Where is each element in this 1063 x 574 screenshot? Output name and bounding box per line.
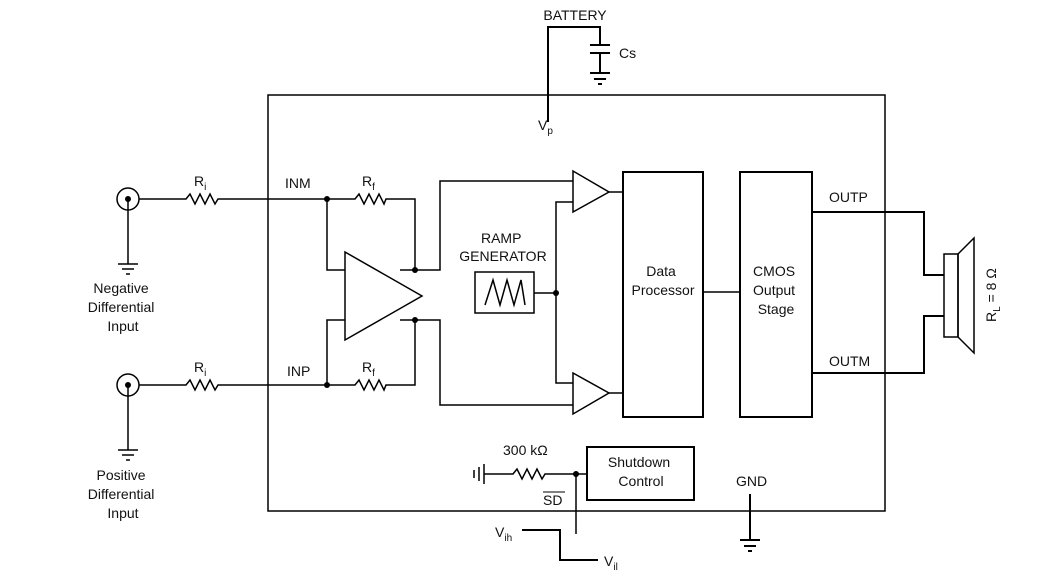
ramp-waveform-icon: [484, 277, 526, 308]
rf-label: Rf: [362, 173, 375, 193]
supply-symbol-icon: [473, 464, 485, 484]
outp-wire: [812, 211, 944, 276]
inp-pin-label: INP: [287, 363, 310, 379]
supply-section: BATTERY Cs Vp: [538, 7, 636, 137]
svg-text:Data Processor: Data Processor: [631, 263, 694, 298]
supply-wire: [547, 26, 601, 122]
shutdown-signal-waveform: [522, 529, 598, 561]
comparator-top: [572, 169, 611, 214]
battery-label: BATTERY: [543, 7, 607, 23]
comparator-bottom: [572, 371, 611, 416]
load-label: RL = 8 Ω: [983, 268, 1003, 322]
vih-label: Vih: [495, 524, 512, 544]
speaker-icon: [943, 236, 975, 355]
ri-label: Ri: [194, 359, 206, 379]
ground-icon: [740, 539, 760, 552]
capacitor-label: Cs: [619, 45, 636, 61]
data-processor-block: Data Processor: [622, 171, 704, 418]
sd-pin-label: SD: [543, 492, 562, 508]
ground-icon: [118, 263, 138, 275]
vil-label: Vil: [604, 553, 618, 573]
amp-out-top-wire: [400, 180, 573, 271]
rf-label: Rf: [362, 359, 375, 379]
shutdown-control-block: Shutdown Control: [608, 454, 674, 489]
negative-input-label: Negative Differential Input: [88, 280, 159, 334]
positive-input-label: Positive Differential Input: [88, 467, 159, 521]
positive-input-section: Ri INP Rf Positive Differential Input: [88, 319, 416, 521]
outm-pin-label: OUTM: [829, 353, 870, 369]
ground-icon: [118, 449, 138, 461]
gnd-label: GND: [736, 473, 767, 489]
shutdown-resistor-label: 300 kΩ: [503, 442, 548, 458]
ri-label: Ri: [194, 173, 206, 193]
ramp-generator: RAMP GENERATOR: [459, 201, 573, 384]
cmos-output-stage-block: CMOS Output Stage: [739, 171, 813, 418]
feedback-resistor-rf: [327, 192, 416, 270]
input-resistor-ri: [139, 192, 327, 206]
ramp-label: RAMP GENERATOR: [459, 230, 546, 264]
differential-amplifier: [344, 180, 573, 406]
negative-input-section: Ri INM Rf Negative Differential Input: [88, 173, 416, 334]
shutdown-resistor: [484, 467, 587, 481]
shutdown-section: 300 kΩ SD Shutdown Control Vih Vil: [473, 442, 695, 573]
vp-pin-label: Vp: [538, 117, 553, 137]
input-resistor-ri: [139, 378, 327, 392]
inm-pin-label: INM: [285, 175, 311, 191]
ground-section: GND: [736, 473, 767, 552]
ground-icon: [590, 72, 610, 85]
outp-pin-label: OUTP: [829, 189, 868, 205]
feedback-resistor-rf: [327, 320, 416, 392]
amp-out-bottom-wire: [400, 319, 573, 406]
svg-text:CMOS Output Stage: CMOS Output Stage: [753, 263, 799, 317]
outm-wire: [812, 315, 944, 374]
